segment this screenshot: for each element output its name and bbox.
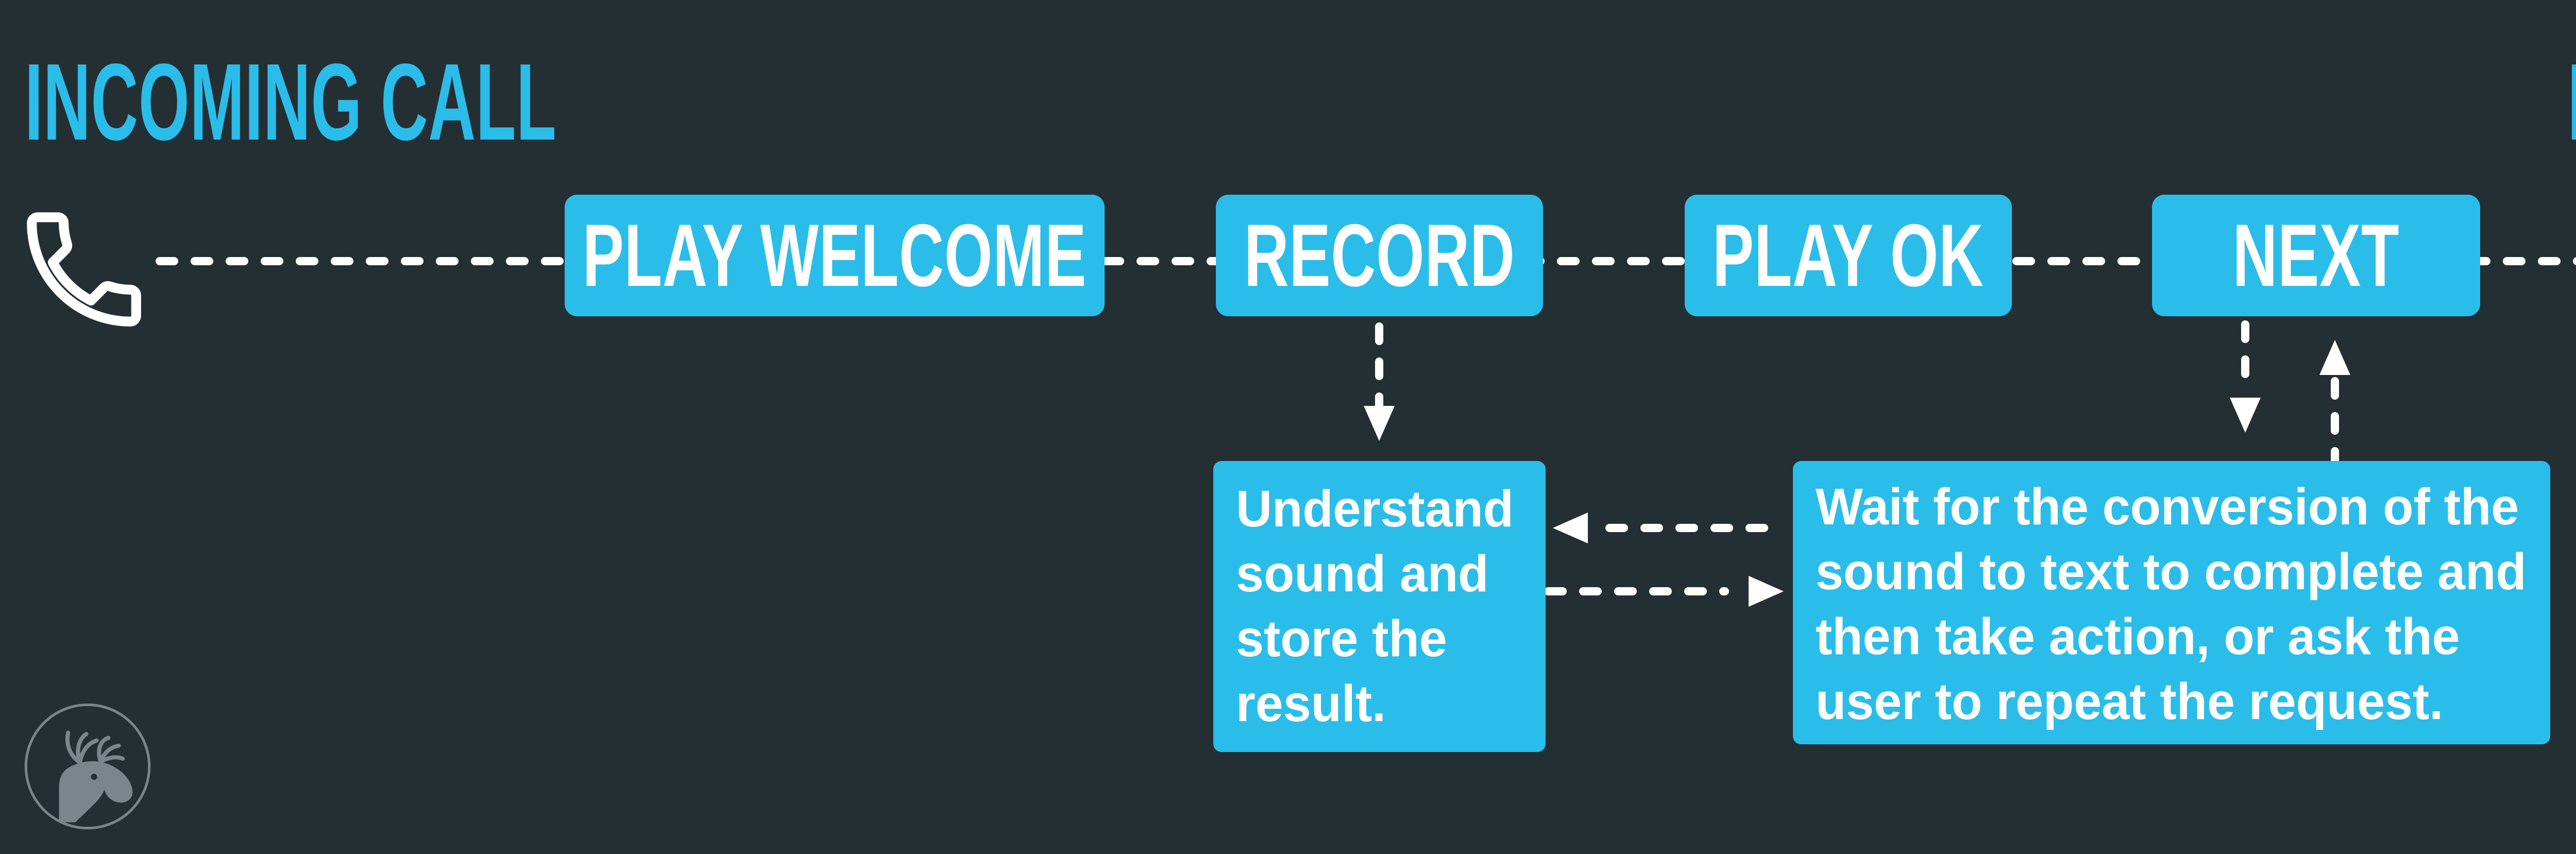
person-label: PERSON — [2382, 47, 2576, 157]
callout-understand-line: Understand — [1236, 480, 1514, 538]
callout-understand-line: sound and — [1236, 545, 1489, 603]
node-play-ok: PLAY OK — [1685, 195, 2012, 316]
node-record: RECORD — [1216, 195, 1543, 316]
callout-wait-line: then take action, or ask the — [1816, 608, 2460, 665]
wait-to-understand-arrow — [1553, 513, 1786, 543]
callout-wait: Wait for the conversion of the sound to … — [1793, 461, 2550, 744]
callout-understand: Understand sound and store the result. — [1213, 461, 1546, 752]
node-play-welcome: PLAY WELCOME — [565, 195, 1105, 316]
understand-to-wait-arrow — [1544, 576, 1784, 607]
callout-understand-line: store the — [1236, 610, 1447, 668]
node-next-label: NEXT — [2232, 206, 2400, 305]
moose-antlers — [65, 730, 125, 765]
callout-wait-line: user to repeat the request. — [1816, 673, 2444, 730]
record-down-arrow — [1364, 322, 1395, 441]
phone-icon — [27, 212, 141, 327]
incoming-call-label: INCOMING CALL — [25, 47, 911, 157]
callout-understand-line: result. — [1236, 675, 1386, 732]
node-next: NEXT — [2152, 195, 2480, 316]
person-text: PERSON — [2567, 47, 2576, 157]
node-play-welcome-label: PLAY WELCOME — [582, 206, 1087, 305]
node-play-ok-label: PLAY OK — [1713, 206, 1984, 305]
moose-logo-icon — [24, 703, 151, 830]
next-up-arrow — [2319, 340, 2350, 464]
moose-head — [59, 761, 133, 823]
incoming-call-text: INCOMING CALL — [25, 41, 557, 163]
callout-wait-line: Wait for the conversion of the — [1816, 478, 2519, 536]
node-record-label: RECORD — [1244, 206, 1515, 305]
moose-eye — [91, 774, 97, 780]
next-down-arrow — [2230, 320, 2261, 433]
callout-wait-line: sound to text to complete and — [1816, 543, 2527, 601]
